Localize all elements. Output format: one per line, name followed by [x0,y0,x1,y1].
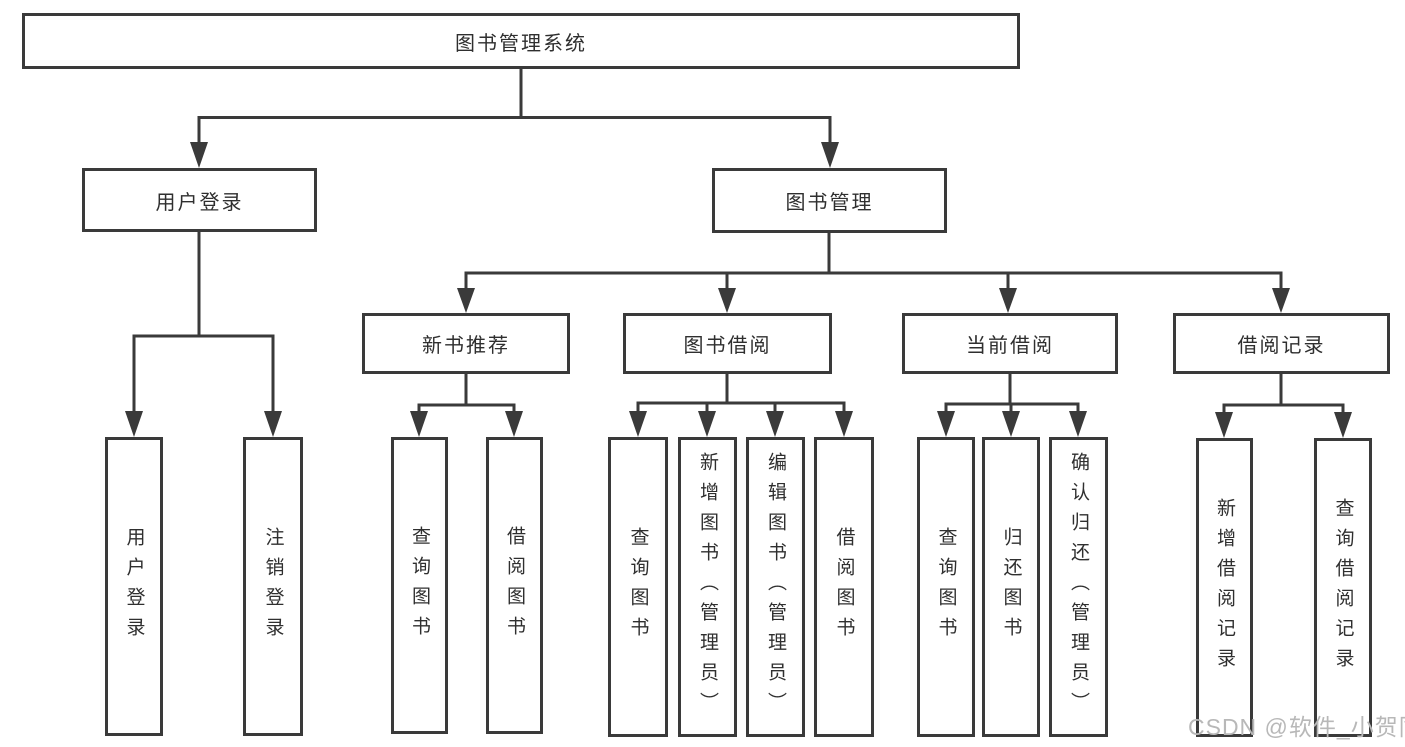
leaf-confirm-return-admin: 确认归还（管理员） [1049,437,1108,737]
node-label: 图书借阅 [683,335,772,357]
node-label: 查询借阅记录 [1332,497,1354,678]
node-label: 当前借阅 [966,335,1054,357]
leaf-query-books: 查询图书 [391,437,448,734]
leaf-user-login: 用户登录 [105,437,163,736]
leaf-query-borrow-record: 查询借阅记录 [1314,438,1372,737]
node-label: 借阅图书 [833,527,855,647]
node-label: 图书管理 [785,192,874,214]
node-current-borrowing: 当前借阅 [902,313,1118,374]
leaf-query-books: 查询图书 [917,437,975,737]
node-label: 用户登录 [123,526,145,647]
leaf-borrow-books: 借阅图书 [486,437,543,734]
leaf-logout: 注销登录 [243,437,303,736]
node-label: 注销登录 [262,526,284,647]
node-label: 新增借阅记录 [1214,497,1235,678]
arrowheads [125,142,1352,438]
node-label: 查询图书 [935,527,957,647]
node-new-book-recommend: 新书推荐 [362,313,570,374]
node-label: 编辑图书（管理员） [765,452,786,722]
node-label: 用户登录 [155,191,244,214]
leaf-borrow-books: 借阅图书 [814,437,874,737]
leaf-add-books-admin: 新增图书（管理员） [678,437,737,737]
leaf-return-books: 归还图书 [982,437,1040,737]
node-book-borrowing: 图书借阅 [623,313,832,374]
node-label: 查询图书 [627,527,649,647]
node-label: 确认归还（管理员） [1068,452,1089,722]
leaf-add-borrow-record: 新增借阅记录 [1196,438,1253,737]
node-user-login: 用户登录 [82,168,317,232]
node-label: 归还图书 [1000,527,1022,647]
node-label: 图书管理系统 [455,32,587,55]
node-label: 借阅记录 [1237,335,1326,357]
node-borrowing-records: 借阅记录 [1173,313,1390,374]
node-label: 查询图书 [409,525,430,646]
leaf-query-books: 查询图书 [608,437,668,737]
node-library-system: 图书管理系统 [22,13,1020,69]
node-label: 借阅图书 [504,525,525,646]
node-book-management: 图书管理 [712,168,947,233]
csdn-watermark: CSDN @软件_小贺同学 [1188,714,1405,740]
leaf-edit-books-admin: 编辑图书（管理员） [746,437,805,737]
node-label: 新书推荐 [422,335,510,357]
node-label: 新增图书（管理员） [697,452,718,722]
